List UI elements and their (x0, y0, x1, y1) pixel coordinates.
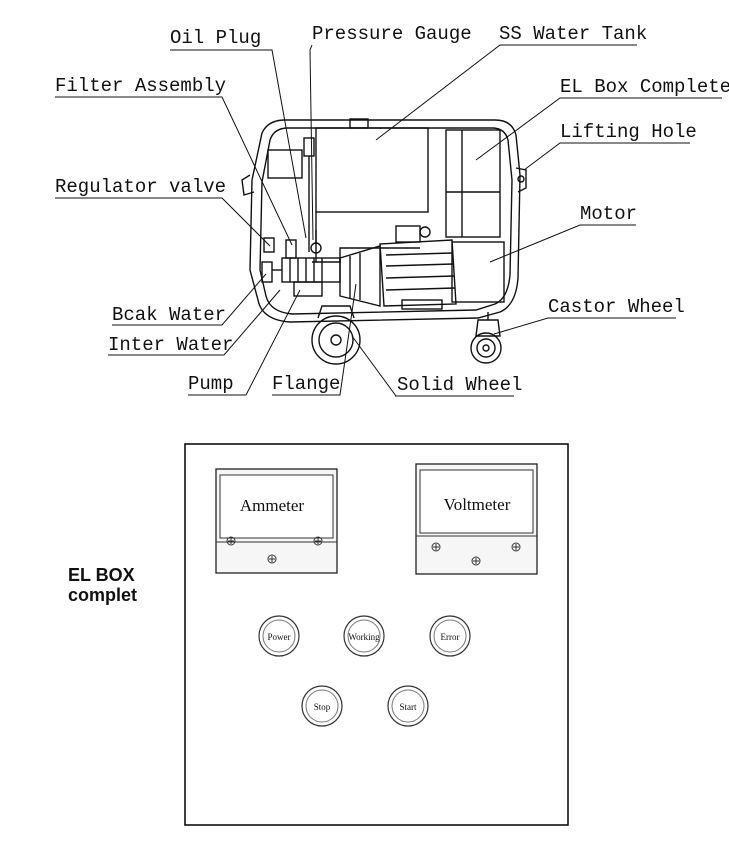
label-lifting-hole: Lifting Hole (560, 121, 697, 143)
stop-button[interactable]: Stop (301, 685, 343, 727)
filter-housing (267, 149, 303, 179)
ammeter: Ammeter (215, 468, 338, 574)
working-label: Working (348, 632, 380, 642)
machine-frame (241, 119, 527, 323)
label-filter-assembly: Filter Assembly (55, 75, 226, 97)
label-castor-wheel: Castor Wheel (548, 296, 685, 318)
label-ss-water-tank: SS Water Tank (499, 23, 647, 45)
screw-icon (313, 536, 323, 546)
callout-labels: Oil Plug Pressure Gauge SS Water Tank Fi… (55, 23, 729, 396)
label-pressure-gauge: Pressure Gauge (312, 23, 472, 45)
ammeter-label: Ammeter (240, 496, 305, 515)
label-oil-plug: Oil Plug (170, 27, 261, 49)
lifting-hole (517, 175, 525, 183)
el-box-heading: EL BOX complet (68, 565, 137, 605)
power-label: Power (268, 632, 291, 642)
voltmeter: Voltmeter (415, 463, 538, 575)
screw-icon (226, 536, 236, 546)
el-box-heading-line1: EL BOX (68, 565, 135, 585)
label-back-water: Bcak Water (112, 304, 226, 326)
start-button[interactable]: Start (387, 685, 429, 727)
flange (339, 245, 381, 307)
start-label: Start (400, 702, 417, 712)
motor (379, 225, 505, 310)
screw-icon (471, 556, 481, 566)
label-solid-wheel: Solid Wheel (397, 374, 522, 396)
castor-wheel (470, 312, 502, 364)
screw-icon (511, 542, 521, 552)
label-flange: Flange (272, 373, 340, 395)
working-indicator: Working (343, 615, 385, 657)
label-regulator-valve: Regulator valve (55, 176, 226, 198)
regulator-valve (261, 237, 282, 283)
label-inter-water: Inter Water (108, 334, 233, 356)
screw-icon (431, 542, 441, 552)
el-box-heading-line2: complet (68, 585, 138, 605)
error-indicator: Error (429, 615, 471, 657)
label-pump: Pump (188, 373, 234, 395)
label-el-box-complete: EL Box Complete (560, 76, 729, 98)
voltmeter-label: Voltmeter (444, 495, 511, 514)
el-box-panel: Ammeter Voltmeter (184, 443, 569, 826)
pump (281, 239, 341, 297)
oil-plug (303, 137, 315, 252)
power-indicator: Power (258, 615, 300, 657)
screw-icon (267, 554, 277, 564)
el-box-side (445, 129, 501, 238)
error-label: Error (441, 632, 460, 642)
solid-wheel (311, 305, 361, 365)
label-motor: Motor (580, 203, 637, 225)
stop-label: Stop (314, 702, 331, 712)
leader-lines (55, 44, 722, 397)
ss-water-tank (315, 118, 429, 213)
